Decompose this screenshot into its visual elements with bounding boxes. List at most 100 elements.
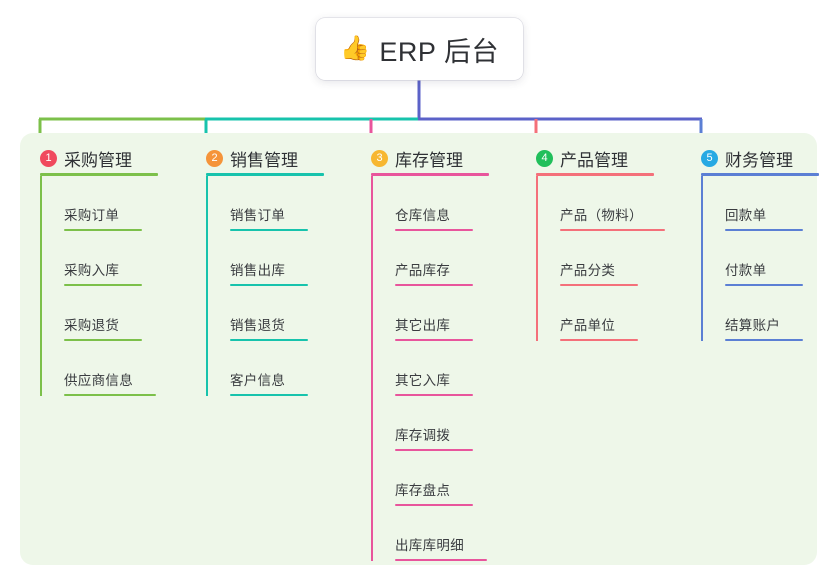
column-title: 采购管理 [64, 150, 132, 170]
leaf-node-rule [64, 394, 156, 396]
leaf-node[interactable]: 库存盘点 [371, 451, 489, 506]
thumbs-up-icon: 👍 [340, 35, 371, 62]
leaf-node[interactable]: 其它入库 [371, 341, 489, 396]
leaf-node-rule [395, 449, 473, 451]
leaf-node-label: 产品（物料） [560, 208, 643, 224]
root-node-label: ERP 后台 [379, 36, 499, 67]
leaf-node-label: 产品库存 [395, 263, 451, 279]
leaf-node-rule [64, 339, 142, 341]
column-2: 2 销售管理销售订单销售出库销售退货客户信息 [196, 143, 324, 396]
leaf-node[interactable]: 采购订单 [40, 176, 158, 231]
column-1: 1 采购管理采购订单采购入库采购退货供应商信息 [30, 143, 158, 396]
leaf-node-rule [64, 229, 142, 231]
leaf-node[interactable]: 供应商信息 [40, 341, 158, 396]
column-header[interactable]: 5 财务管理 [691, 143, 819, 173]
leaf-node-label: 产品分类 [560, 263, 616, 279]
column-items: 产品（物料） 产品分类产品单位 [536, 176, 665, 341]
leaf-node-rule [64, 284, 142, 286]
leaf-node-rule [395, 339, 473, 341]
column-header[interactable]: 1 采购管理 [30, 143, 158, 173]
leaf-node-rule [560, 229, 665, 231]
column-number-badge: 2 [206, 149, 223, 167]
column-items: 采购订单采购入库采购退货供应商信息 [40, 176, 158, 396]
leaf-node-label: 付款单 [725, 263, 767, 279]
leaf-node[interactable]: 销售订单 [206, 176, 324, 231]
leaf-node-label: 采购订单 [64, 208, 120, 224]
leaf-node[interactable]: 回款单 [701, 176, 819, 231]
leaf-node[interactable]: 采购入库 [40, 231, 158, 286]
leaf-node-label: 仓库信息 [395, 208, 451, 224]
column-title: 销售管理 [230, 150, 298, 170]
column-header[interactable]: 4 产品管理 [526, 143, 665, 173]
leaf-node-rule [725, 284, 803, 286]
leaf-node[interactable]: 产品分类 [536, 231, 665, 286]
column-number-badge: 5 [701, 149, 718, 167]
leaf-node-rule [230, 284, 308, 286]
leaf-node[interactable]: 仓库信息 [371, 176, 489, 231]
leaf-node-label: 其它出库 [395, 318, 451, 334]
leaf-node[interactable]: 产品（物料） [536, 176, 665, 231]
leaf-node-rule [230, 339, 308, 341]
column-header-rule [206, 173, 324, 176]
leaf-node-label: 库存调拨 [395, 428, 451, 444]
leaf-node[interactable]: 产品库存 [371, 231, 489, 286]
leaf-node-rule [560, 339, 638, 341]
leaf-node-rule [230, 394, 308, 396]
leaf-node[interactable]: 产品单位 [536, 286, 665, 341]
leaf-node-rule [395, 559, 487, 561]
leaf-node-label: 采购入库 [64, 263, 120, 279]
leaf-node[interactable]: 客户信息 [206, 341, 324, 396]
leaf-node-label: 客户信息 [230, 373, 286, 389]
leaf-node[interactable]: 销售退货 [206, 286, 324, 341]
column-header-rule [371, 173, 489, 176]
column-number-badge: 1 [40, 149, 57, 167]
leaf-node-label: 产品单位 [560, 318, 616, 334]
column-header-rule [40, 173, 158, 176]
leaf-node[interactable]: 出库库明细 [371, 506, 489, 561]
column-title: 产品管理 [560, 150, 628, 170]
column-spine [40, 176, 42, 396]
leaf-node[interactable]: 其它出库 [371, 286, 489, 341]
leaf-node-rule [725, 229, 803, 231]
leaf-node-label: 库存盘点 [395, 483, 451, 499]
leaf-node-rule [395, 394, 473, 396]
column-title: 库存管理 [395, 150, 463, 170]
leaf-node-rule [395, 504, 473, 506]
leaf-node[interactable]: 库存调拨 [371, 396, 489, 451]
column-5: 5 财务管理回款单付款单结算账户 [691, 143, 819, 341]
leaf-node-label: 采购退货 [64, 318, 120, 334]
leaf-node-rule [725, 339, 803, 341]
leaf-node-label: 销售出库 [230, 263, 286, 279]
leaf-node-rule [395, 284, 473, 286]
leaf-node-label: 结算账户 [725, 318, 781, 334]
leaf-node[interactable]: 销售出库 [206, 231, 324, 286]
column-items: 回款单付款单结算账户 [701, 176, 819, 341]
column-spine [536, 176, 538, 341]
leaf-node-label: 销售退货 [230, 318, 286, 334]
leaf-node-label: 其它入库 [395, 373, 451, 389]
column-4: 4 产品管理产品（物料） 产品分类产品单位 [526, 143, 665, 341]
column-title: 财务管理 [725, 150, 793, 170]
column-items: 销售订单销售出库销售退货客户信息 [206, 176, 324, 396]
leaf-node-rule [395, 229, 473, 231]
leaf-node-label: 销售订单 [230, 208, 286, 224]
root-node-card[interactable]: 👍 ERP 后台 [316, 18, 523, 80]
column-header[interactable]: 2 销售管理 [196, 143, 324, 173]
column-items: 仓库信息产品库存其它出库其它入库库存调拨库存盘点出库库明细 [371, 176, 489, 561]
leaf-node-rule [560, 284, 638, 286]
column-spine [701, 176, 703, 341]
column-number-badge: 4 [536, 149, 553, 167]
column-spine [206, 176, 208, 396]
root-node-title: 👍 ERP 后台 [340, 30, 499, 69]
leaf-node-label: 出库库明细 [395, 538, 464, 554]
leaf-node[interactable]: 付款单 [701, 231, 819, 286]
leaf-node-rule [230, 229, 308, 231]
leaf-node[interactable]: 采购退货 [40, 286, 158, 341]
column-header-rule [536, 173, 654, 176]
leaf-node-label: 供应商信息 [64, 373, 133, 389]
diagram-panel [20, 133, 817, 565]
leaf-node[interactable]: 结算账户 [701, 286, 819, 341]
